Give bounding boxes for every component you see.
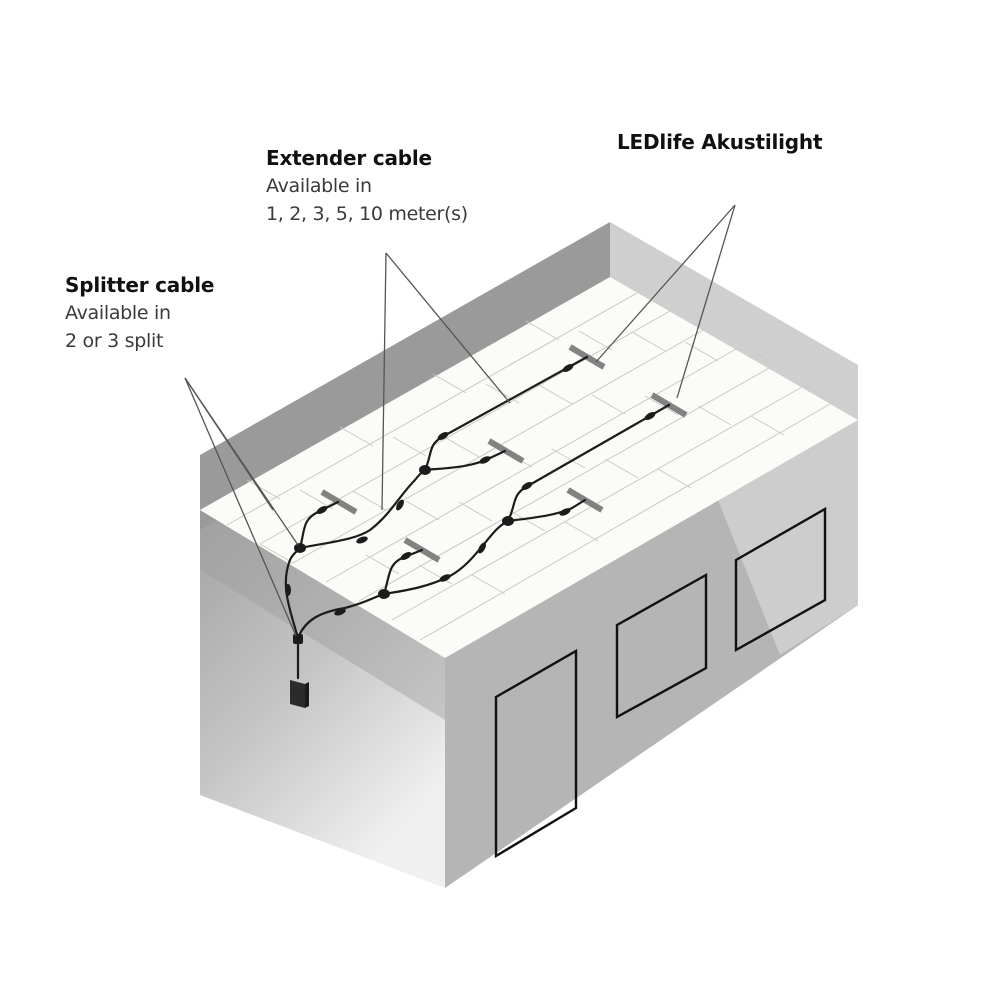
ceiling <box>200 277 858 658</box>
connector-icon <box>439 574 451 582</box>
connector-icon <box>559 508 571 516</box>
splitter-cable-options: 2 or 3 split <box>65 330 164 352</box>
akustilight-title: LEDlife Akustilight <box>617 130 823 154</box>
connector-icon <box>396 499 404 511</box>
splitter-cable-availability: Available in <box>65 302 171 324</box>
splitter-hub-icon <box>294 543 306 553</box>
connector-icon <box>479 456 491 464</box>
splitter-hub-icon <box>502 516 514 526</box>
door-outline <box>494 648 578 859</box>
splitter-leader <box>184 377 274 511</box>
extender-cable <box>382 519 510 596</box>
splitter-hub-icon <box>293 634 303 644</box>
splitter-cable-title: Splitter cable <box>65 273 215 297</box>
splitter-hub-icon <box>378 589 390 599</box>
akustilight-leader <box>676 204 736 399</box>
connector-icon <box>334 608 346 616</box>
splitter-hub-icon <box>419 465 431 475</box>
splitter-branch-right <box>296 592 386 640</box>
connector-icon <box>356 536 368 544</box>
connector-icon <box>437 432 449 440</box>
extender-cable-lengths: 1, 2, 3, 5, 10 meter(s) <box>266 203 468 225</box>
left-front-wall <box>200 455 445 888</box>
connector-icon <box>562 364 574 372</box>
extender-cable-label: Extender cable Available in 1, 2, 3, 5, … <box>266 148 468 233</box>
extender-cable-availability: Available in <box>266 175 372 197</box>
leader-lines <box>184 204 736 637</box>
connector-icon <box>521 482 533 490</box>
cables <box>284 355 671 680</box>
akustilight-label: LEDlife Akustilight <box>617 130 823 161</box>
back-wall-right <box>610 222 858 420</box>
akustilight-leader <box>595 204 736 363</box>
connector-icon <box>644 412 656 420</box>
connector-icon <box>316 506 328 514</box>
extender-cable-title: Extender cable <box>266 146 432 170</box>
connector-icon <box>478 542 486 554</box>
window-outline <box>615 572 708 720</box>
driver-box <box>290 680 309 708</box>
window-outline <box>734 506 827 653</box>
extender-cable <box>298 468 427 550</box>
cable-to-panel <box>506 498 587 523</box>
connectors <box>285 364 656 644</box>
connector-icon <box>400 552 412 560</box>
wall-openings <box>494 506 827 859</box>
splitter-cable-label: Splitter cable Available in 2 or 3 split <box>65 275 214 360</box>
splitter-leader <box>184 377 297 637</box>
extender-leader <box>381 252 387 511</box>
extender-leader <box>385 252 511 404</box>
connector-icon <box>285 584 291 596</box>
